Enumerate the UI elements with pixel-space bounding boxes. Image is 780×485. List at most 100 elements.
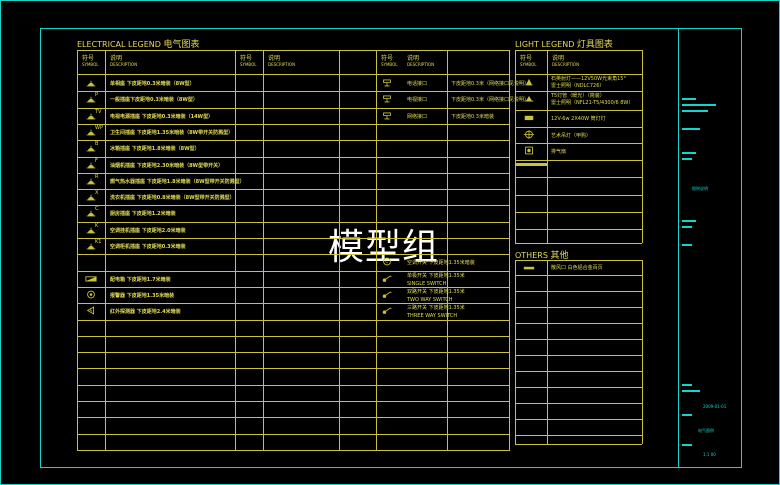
column-line <box>547 50 548 243</box>
socket-icon <box>86 243 96 250</box>
symbol-header-cn: 符号 <box>240 55 253 62</box>
jack-description: 空调开关 下皮距地1.35米暗装 <box>407 260 475 267</box>
light-legend-title: LIGHT LEGEND 灯具图表 <box>515 37 613 50</box>
socket-code-label: X <box>95 190 99 197</box>
jack-install-note: 下皮距地0.3米暗装 <box>451 113 494 120</box>
socket-icon <box>86 145 96 152</box>
column-line <box>642 50 643 243</box>
switch-description-en: SINGLE SWITCH <box>407 280 447 287</box>
row-line <box>515 243 642 244</box>
socket-code-label: P <box>95 92 99 99</box>
vent-description: 散风口 白色铝合金百页 <box>551 265 603 271</box>
sheet-name: 图例说明 <box>692 186 708 191</box>
jack-install-note: 下皮距地0.3米（网络接口见说明） <box>451 81 529 87</box>
row-line <box>77 140 509 142</box>
watermark: 模型组 <box>328 227 440 268</box>
electrical-title-en: ELECTRICAL LEGEND <box>77 40 161 49</box>
row-line <box>515 127 642 128</box>
socket-icon <box>86 211 96 217</box>
row-line <box>77 401 509 402</box>
row-line <box>515 195 642 196</box>
light-title-cn: 灯具图表 <box>576 40 613 50</box>
row-line <box>515 403 642 404</box>
symbol-header-en: SYMBOL <box>240 62 257 67</box>
light-description: T5灯管（暖光）（简装） <box>551 93 605 99</box>
socket-code-label: R <box>95 173 99 180</box>
switch-description: 三路开关 下皮距地1.35米 <box>407 305 465 312</box>
symbol-header-en: SYMBOL <box>381 62 398 67</box>
tv-jack-icon <box>383 95 391 103</box>
row-line <box>77 352 509 354</box>
column-line <box>376 50 377 451</box>
column-line <box>105 50 106 451</box>
socket-code-label: K1 <box>95 239 102 245</box>
svg-text:C: C <box>385 260 388 266</box>
socket-icon <box>86 194 96 201</box>
switch-description: 双路开关 下皮距地1.35米 <box>407 288 465 295</box>
row-line <box>77 417 509 419</box>
row-line <box>515 371 642 372</box>
downlight-icon <box>524 115 534 121</box>
row-line <box>77 254 509 256</box>
socket-icon <box>86 113 96 119</box>
row-line <box>515 323 642 324</box>
electrical-item-description: 厨房插座 下皮距地1.2米暗装 <box>110 211 176 218</box>
column-line <box>547 260 548 444</box>
row-line <box>515 355 642 356</box>
row-line <box>515 291 642 292</box>
symbol-header-cn: 符号 <box>381 55 394 62</box>
row-line <box>515 91 642 92</box>
column-line <box>515 260 516 444</box>
row-line <box>77 303 509 305</box>
row-line <box>77 384 509 386</box>
socket-code-label: TV <box>95 108 102 115</box>
row-line <box>77 107 509 109</box>
jack-install-note: 下皮距地0.3米（网络接口见说明） <box>451 97 529 104</box>
column-line <box>447 50 448 451</box>
electrical-item-description: 报警器 下皮距地1.35米暗装 <box>110 292 175 299</box>
symbol-header-cn: 符号 <box>82 55 95 62</box>
table-border-top <box>77 50 509 51</box>
electrical-legend-title: ELECTRICAL LEGEND 电气图表 <box>77 37 200 50</box>
socket-code-label: C <box>95 206 99 213</box>
others-title-en: OTHERS <box>515 251 548 260</box>
socket-icon <box>86 97 96 103</box>
tube-light-icon <box>524 95 534 102</box>
row-line <box>77 91 509 93</box>
switch-description: 单极开关 下皮距地1.35米 <box>407 272 465 279</box>
electrical-item-description: 空调柜机插座 下皮距地0.3米暗装 <box>110 244 186 250</box>
jack-description: 电话接口 <box>407 81 428 87</box>
column-line <box>642 260 643 444</box>
desc-header-cn: 说明 <box>407 55 420 62</box>
electrical-item-description: 单相座 下皮距地0.3米暗装（8W型） <box>110 81 195 87</box>
jack-description: 电视接口 <box>407 97 428 104</box>
column-line <box>339 50 340 451</box>
column-line <box>77 50 78 451</box>
exhaust-fan-icon <box>525 146 533 155</box>
spotlight-icon <box>525 78 533 86</box>
drawing-scale: 1:1 00 <box>703 452 716 457</box>
socket-icon <box>86 80 96 87</box>
light-description: 12V-6w 2X40W 筒灯灯 <box>551 116 606 122</box>
desc-header-en: DESCRIPTION <box>407 62 435 67</box>
row-line <box>515 143 642 144</box>
column-line <box>263 50 264 451</box>
others-legend-title: OTHERS 其他 <box>515 248 568 261</box>
electrical-title-cn: 电气图表 <box>163 40 200 50</box>
row-line <box>77 270 509 272</box>
electrical-item-description: 空调挂机插座 下皮距地2.0米暗装 <box>110 227 186 234</box>
column-line <box>515 50 516 243</box>
row-line <box>515 339 642 340</box>
drawing-date: 2009-01-01 <box>703 404 727 409</box>
electrical-item-description: 冰箱插座 下皮距地1.8米暗装（8W型） <box>110 146 200 153</box>
row-line <box>77 123 509 125</box>
drawing-name: 电气图例 <box>698 428 714 433</box>
row-line <box>515 212 642 213</box>
light-description: 排气扇 <box>551 149 567 155</box>
three-way-switch-icon <box>382 307 392 315</box>
desc-header-cn: 说明 <box>268 55 281 62</box>
row-line <box>77 449 509 451</box>
network-jack-icon <box>383 112 391 119</box>
